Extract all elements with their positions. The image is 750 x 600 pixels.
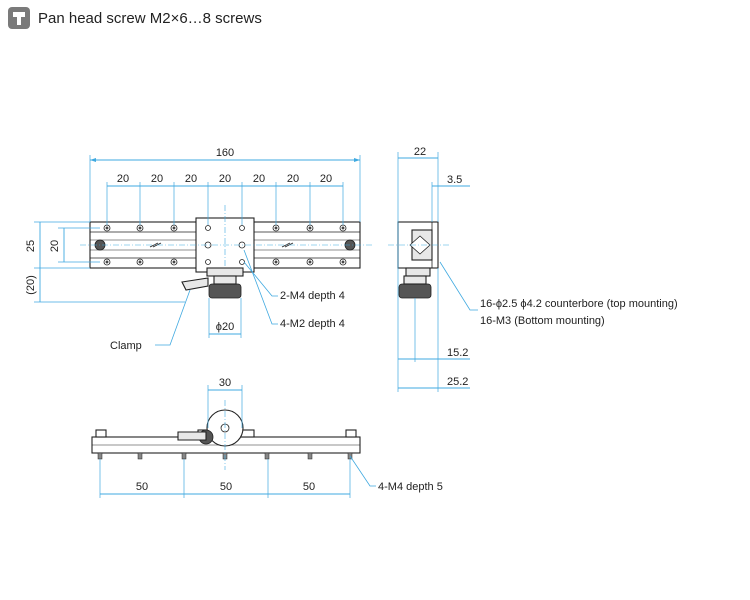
dim-50-label-3: 50: [303, 481, 315, 493]
clamp-knob: [208, 283, 242, 299]
side-view: [388, 221, 450, 299]
page-title: Pan head screw M2×6…8 screws: [38, 9, 262, 27]
dim-3-5-label: 3.5: [447, 174, 462, 186]
dim-phi20-label: ϕ20: [216, 321, 234, 333]
dim-left-20-label: 20: [49, 240, 61, 252]
front-clamp-lever: [177, 431, 207, 441]
note-2m4: 2-M4 depth 4: [280, 290, 345, 302]
note-4m2: 4-M2 depth 4: [280, 318, 345, 330]
dim-20-label-1: 20: [117, 173, 129, 185]
dim-20-label-6: 20: [287, 173, 299, 185]
dim-30-label: 30: [219, 377, 231, 389]
dim-15-2-label: 15.2: [447, 347, 468, 359]
dim-20-label-7: 20: [320, 173, 332, 185]
note-4m4: 4-M4 depth 5: [378, 481, 443, 493]
side-view-dimensions: 22 3.5 15.2 25.2 16-ϕ2.5 ϕ4.2 counterbor…: [397, 146, 678, 392]
screw-icon: [8, 7, 30, 29]
top-view: [80, 205, 372, 299]
dim-25-2-label: 25.2: [447, 376, 468, 388]
dim-20-label-2: 20: [151, 173, 163, 185]
knob-stem: [206, 267, 244, 277]
dim-22-label: 22: [414, 146, 426, 158]
note-16m3: 16-M3 (Bottom mounting): [480, 315, 605, 327]
front-view: [91, 400, 361, 470]
dim-paren-20-label: (20): [25, 275, 37, 295]
front-view-dimensions: 30 50 50 50 4-M4 depth 5: [99, 377, 443, 498]
dim-50-label-2: 50: [220, 481, 232, 493]
dim-20-label-3: 20: [185, 173, 197, 185]
top-view-dimensions: 160 20 20 20 20 20 20 20 25 20 (20) ϕ20: [25, 147, 361, 352]
dim-20-label-4: 20: [219, 173, 231, 185]
side-knob: [398, 283, 432, 299]
dim-160-label: 160: [216, 147, 234, 159]
header: Pan head screw M2×6…8 screws: [8, 6, 262, 30]
dim-20-label-5: 20: [253, 173, 265, 185]
note-clamp: Clamp: [110, 340, 142, 352]
note-16phi: 16-ϕ2.5 ϕ4.2 counterbore (top mounting): [480, 298, 678, 310]
dim-50-label-1: 50: [136, 481, 148, 493]
clamp-lever: [181, 277, 209, 291]
dim-25-label: 25: [25, 240, 37, 252]
